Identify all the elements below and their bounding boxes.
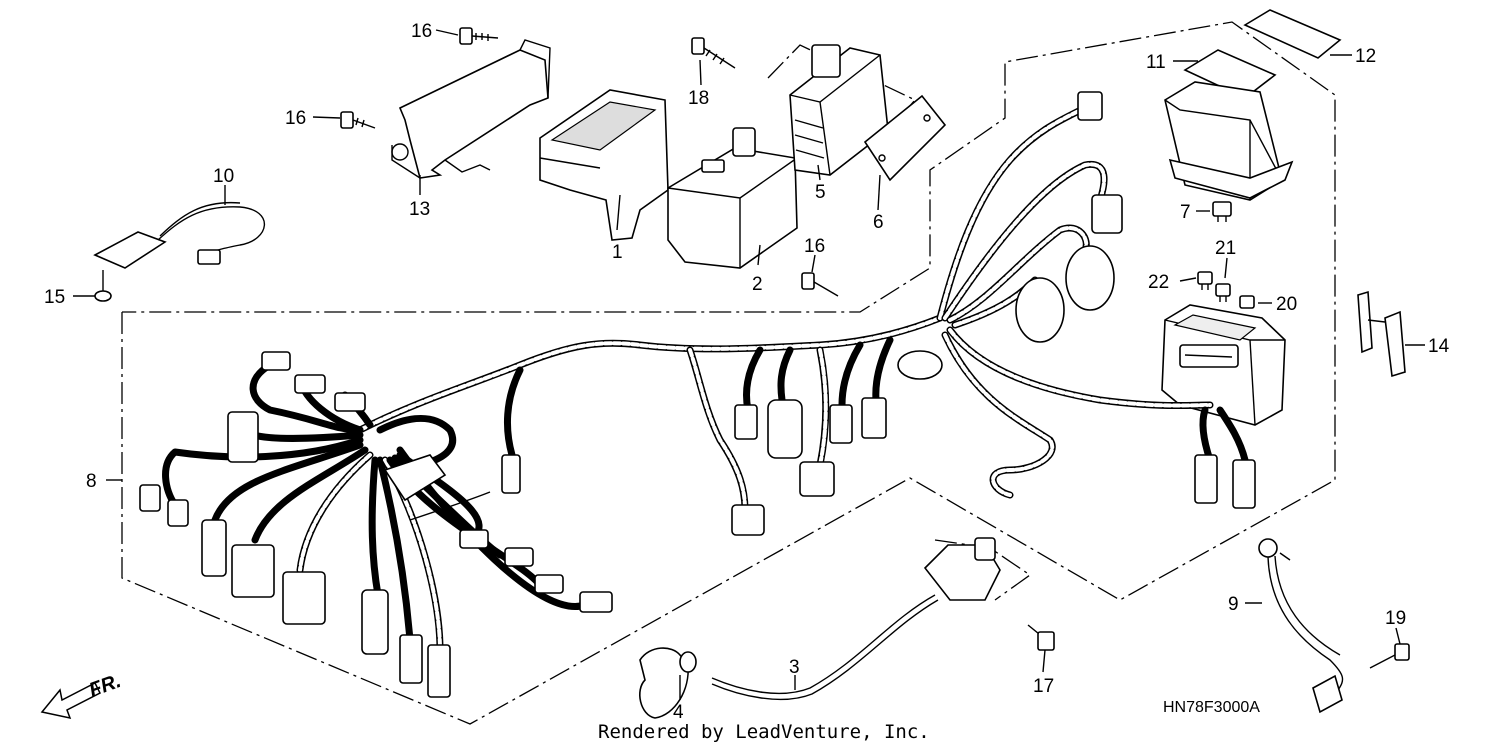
callout-7: 7 xyxy=(1180,202,1191,223)
callout-labels: 1 2 3 4 5 6 7 8 9 10 11 12 13 14 15 16 1… xyxy=(44,21,1450,723)
callout-2: 2 xyxy=(752,274,763,295)
bolt-16-center[interactable] xyxy=(801,272,839,297)
grommet-15[interactable] xyxy=(94,270,112,302)
callout-15: 15 xyxy=(44,287,65,308)
bolt-16-top[interactable] xyxy=(459,27,499,45)
callout-18: 18 xyxy=(688,88,709,109)
switch-3[interactable] xyxy=(711,537,1001,701)
fuse-22[interactable] xyxy=(1197,271,1213,290)
callout-20: 20 xyxy=(1276,294,1297,315)
callout-17: 17 xyxy=(1033,676,1054,697)
callout-16-center: 16 xyxy=(804,236,825,257)
rubber-holder-1[interactable] xyxy=(539,89,669,241)
bolt-16-left[interactable] xyxy=(340,111,376,129)
group-boundary-switch xyxy=(934,539,1032,601)
fuse-7[interactable] xyxy=(1212,201,1232,222)
bolt-18[interactable] xyxy=(691,37,736,69)
callout-13: 13 xyxy=(409,199,430,220)
callout-14: 14 xyxy=(1428,336,1450,357)
callout-21: 21 xyxy=(1215,238,1236,259)
drawing-code: HN78F3000A xyxy=(1163,699,1260,716)
callout-19: 19 xyxy=(1385,608,1406,629)
callout-3: 3 xyxy=(789,657,800,678)
sensor-10[interactable] xyxy=(93,201,266,269)
front-direction-arrow: FR. xyxy=(40,670,124,720)
bolt-17[interactable] xyxy=(1027,624,1055,651)
callout-9: 9 xyxy=(1228,594,1239,615)
callout-5: 5 xyxy=(815,182,826,203)
regulator-5[interactable] xyxy=(789,44,889,176)
ground-cable-9[interactable] xyxy=(1258,538,1344,714)
leader-lines xyxy=(73,29,1425,700)
group-boundary-harness xyxy=(121,21,1336,725)
fuse-box-base[interactable] xyxy=(1161,304,1286,426)
callout-4: 4 xyxy=(673,702,684,723)
wire-harness-8[interactable] xyxy=(139,91,1256,698)
seal-12[interactable] xyxy=(1243,9,1342,59)
rubber-boot-4[interactable] xyxy=(639,647,697,719)
bolt-19[interactable] xyxy=(1369,643,1410,669)
render-credit: Rendered by LeadVenture, Inc. xyxy=(598,721,930,743)
callout-12: 12 xyxy=(1355,46,1376,67)
plate-6[interactable] xyxy=(863,94,947,182)
direction-label: FR. xyxy=(86,670,124,702)
callout-16-top: 16 xyxy=(411,21,432,42)
bracket-13[interactable] xyxy=(391,39,551,179)
callout-8: 8 xyxy=(86,471,97,492)
fuse-21[interactable] xyxy=(1215,283,1231,302)
fuse-box-cover[interactable] xyxy=(1164,81,1294,201)
callout-16-left: 16 xyxy=(285,108,306,129)
fuse-20[interactable] xyxy=(1239,295,1255,309)
callout-6: 6 xyxy=(873,212,884,233)
callout-11: 11 xyxy=(1146,52,1166,73)
callout-10: 10 xyxy=(213,166,234,187)
callout-1: 1 xyxy=(612,242,623,263)
control-unit-2[interactable] xyxy=(667,127,798,269)
callout-22: 22 xyxy=(1148,272,1169,293)
bracket-14[interactable] xyxy=(1357,290,1406,378)
